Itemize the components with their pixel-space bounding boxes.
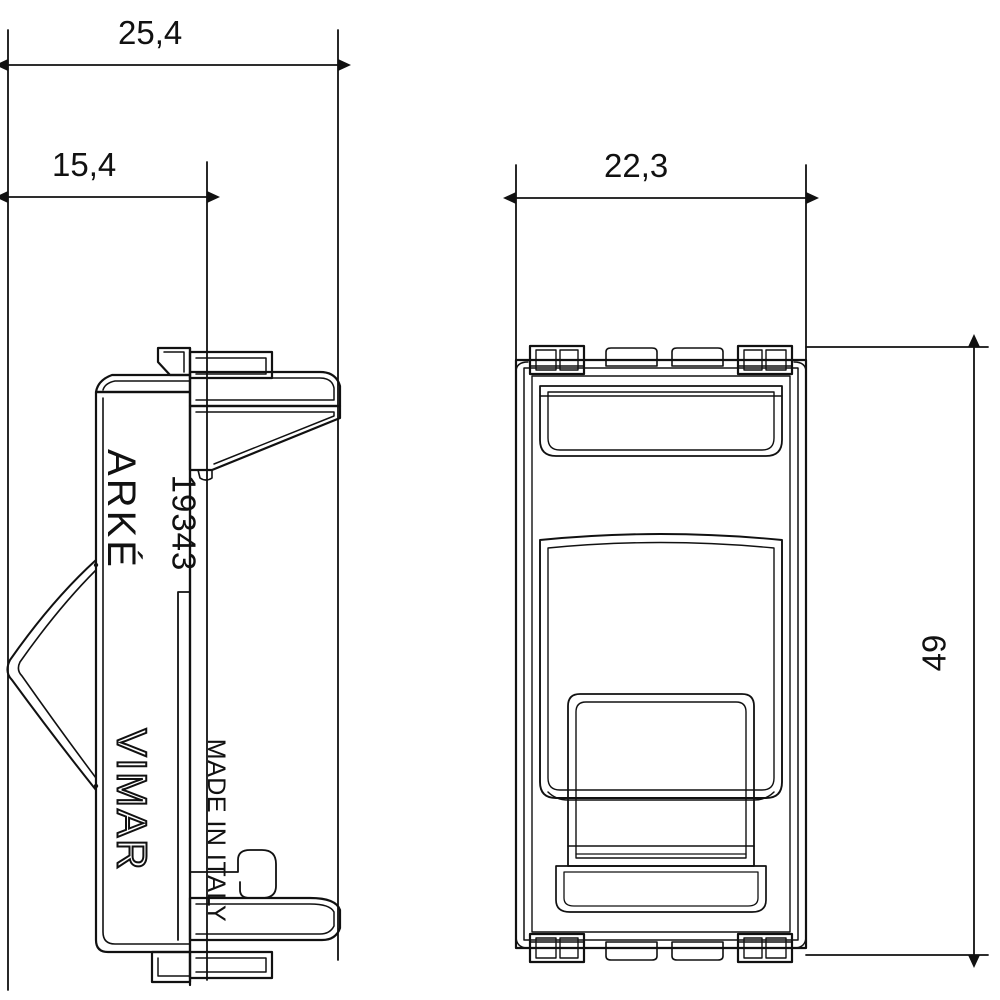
front-jack-shoulder <box>547 791 775 801</box>
front-tab-top-right-slot-b <box>765 349 787 371</box>
marking-product-code: 19343 <box>165 474 203 572</box>
front-tab-bottom-mid-a <box>605 941 658 961</box>
dimension-label-overall-width: 22,3 <box>604 147 669 184</box>
front-corner-br <box>793 935 807 949</box>
side-bottom-peg-left <box>150 950 192 984</box>
side-flange-upper <box>188 370 342 408</box>
front-socket-aperture <box>539 533 783 799</box>
front-tab-top-right <box>736 344 794 376</box>
front-lower-bezel <box>555 865 767 913</box>
front-view-geometry <box>514 344 808 964</box>
marking-brand-arke: ARKÉ <box>98 449 143 570</box>
side-spring-pivot-bottom <box>93 783 99 789</box>
marking-brand-vimar: VIMAR <box>108 727 157 872</box>
front-tab-top-mid-a <box>605 347 658 367</box>
front-tab-top-left <box>528 344 586 376</box>
dimension-label-overall-depth: 25,4 <box>118 14 183 51</box>
front-tab-bottom-left-slot-a <box>535 937 557 959</box>
front-socket-aperture-inner <box>547 541 775 791</box>
side-spring-pivot-top <box>93 562 99 568</box>
side-body-inner <box>102 397 191 945</box>
side-leaf-spring-outer <box>6 559 97 791</box>
front-corner-bl <box>515 935 529 949</box>
front-tab-top-right-slot-a <box>743 349 763 371</box>
side-flange-upper-inner <box>195 377 335 401</box>
front-corner-tl <box>515 361 529 373</box>
front-tab-bottom-left <box>528 932 586 964</box>
front-tab-top-mid-b <box>671 347 724 367</box>
front-jack-pocket <box>567 693 755 867</box>
front-jack-pocket-inner <box>575 701 747 859</box>
side-bottom-peg-left-inner <box>157 957 191 977</box>
dimension-label-overall-height: 49 <box>915 634 953 672</box>
front-tab-top-left-slot-b <box>559 349 579 371</box>
front-tab-bottom-right <box>736 932 794 964</box>
dimension-lines-side-view <box>0 29 351 991</box>
front-bottom-tabs <box>528 932 794 964</box>
front-lower-bezel-inner <box>563 871 759 907</box>
front-tab-bottom-right-slot-a <box>743 937 763 959</box>
side-bottom-peg-right <box>188 950 274 980</box>
front-upper-recess-inner <box>547 391 775 451</box>
dimension-lines-front-view <box>503 164 989 968</box>
side-bottom-flange-inner <box>195 903 335 935</box>
front-tab-bottom-left-slot-b <box>559 937 579 959</box>
side-body-top-chamfer-inner <box>102 380 191 391</box>
front-tab-top-left-slot-a <box>535 349 557 371</box>
side-faceplate-taper-inner <box>195 411 335 465</box>
front-body-inner-1 <box>523 367 799 941</box>
side-bottom-peg-right-inner <box>195 957 267 973</box>
side-lower-step <box>177 591 191 941</box>
side-top-lug-left-inner <box>163 351 185 373</box>
front-corner-tr <box>793 361 807 373</box>
side-hook-nib <box>197 469 213 481</box>
side-top-lug-right-inner <box>195 357 267 375</box>
side-leaf-spring-inner <box>17 569 97 779</box>
front-body-outline <box>514 358 808 950</box>
front-tab-bottom-right-slot-b <box>765 937 787 959</box>
front-body-inner-2 <box>531 375 791 933</box>
side-faceplate-taper <box>188 404 342 472</box>
side-view-geometry <box>6 346 342 987</box>
front-tab-bottom-mid-b <box>671 941 724 961</box>
side-body-top-chamfer <box>94 373 192 394</box>
side-bottom-flange <box>188 896 342 942</box>
dimension-label-body-depth: 15,4 <box>52 146 117 183</box>
front-upper-recess <box>539 385 783 457</box>
front-top-tabs <box>528 344 794 376</box>
side-top-lug-left <box>156 346 192 377</box>
marking-made-in-italy: MADE IN ITALY <box>202 738 231 923</box>
